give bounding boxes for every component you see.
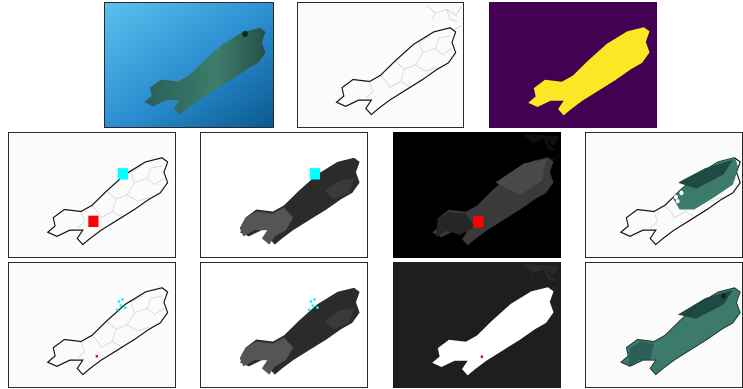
foreground-seed-box: [310, 168, 320, 179]
box-seeds-on-edges: [9, 133, 175, 257]
scribble-seeds-on-edges: [9, 263, 175, 387]
partial-cutout-result-panel: [585, 132, 743, 258]
input-photo: [105, 3, 273, 127]
scribble-seeds-on-edges-panel: [8, 262, 176, 388]
scribble-seeds-on-region-means: [201, 263, 367, 387]
scribble-seeds-on-region-means-panel: [200, 262, 368, 388]
ground-truth-mask: [489, 2, 657, 128]
input-photo-panel: [104, 2, 274, 128]
box-seeds-on-region-means-panel: [200, 132, 368, 258]
full-cutout-result: [586, 263, 742, 387]
box-seeds-on-distance-map-panel: [393, 132, 561, 258]
background-scribble: [96, 355, 98, 358]
fish-eye: [242, 31, 248, 37]
box-seeds-on-edges-panel: [8, 132, 176, 258]
box-seeds-on-region-means: [201, 133, 367, 257]
background-seed-box: [473, 216, 483, 228]
superpixel-edges: [298, 3, 463, 127]
binary-segmentation-result-panel: [393, 262, 561, 388]
ground-truth-mask-panel: [489, 2, 657, 128]
binary-segmentation-result: [393, 262, 561, 388]
background-seed-box: [88, 216, 98, 227]
partial-cutout-result: [586, 133, 742, 257]
full-cutout-result-panel: [585, 262, 743, 388]
box-seeds-on-distance-map: [393, 132, 561, 258]
background-scribble: [481, 355, 483, 358]
superpixel-edges-panel: [297, 2, 464, 128]
foreground-seed-box: [118, 168, 128, 179]
